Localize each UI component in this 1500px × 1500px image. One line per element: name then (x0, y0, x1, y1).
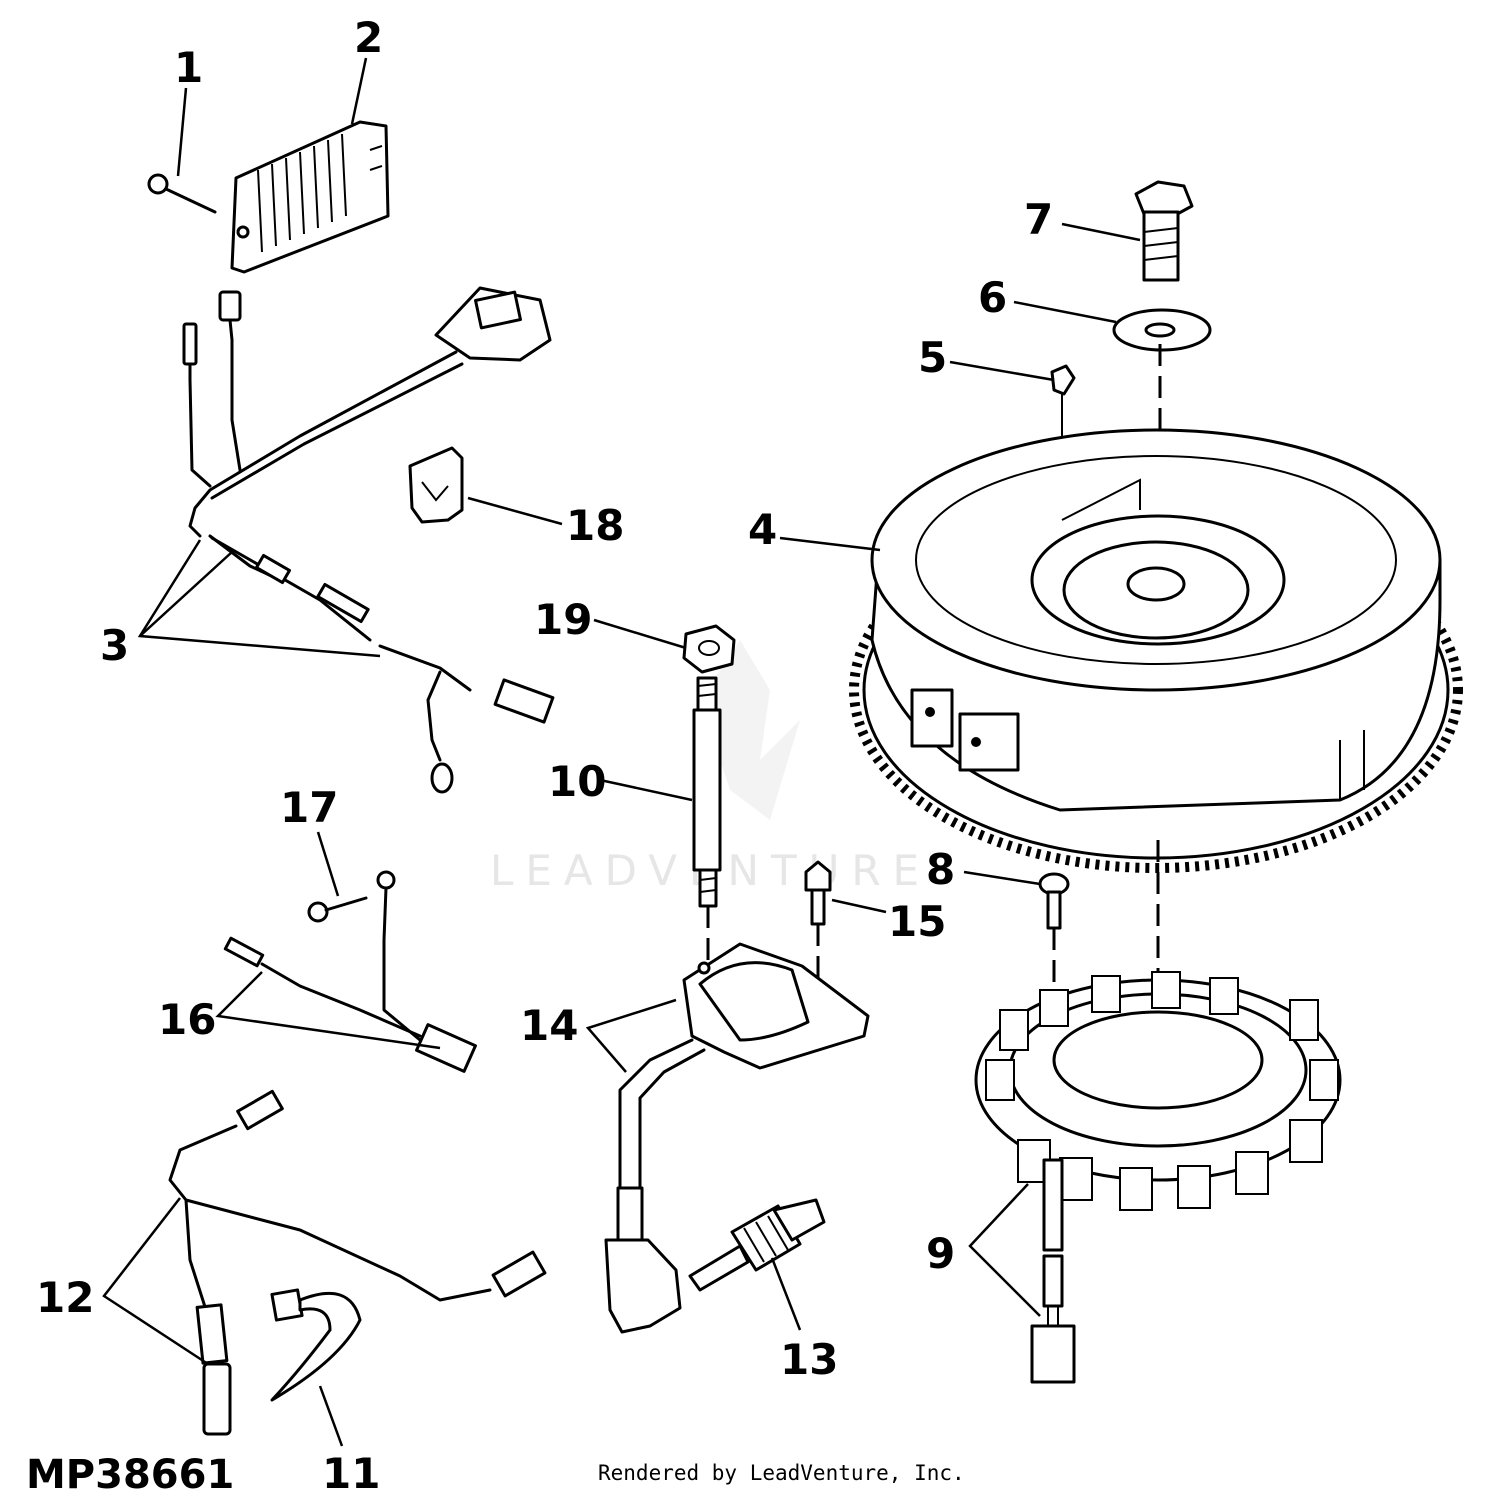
callout-17[interactable]: 17 (280, 783, 338, 832)
callout-18[interactable]: 18 (566, 501, 624, 550)
callout-7[interactable]: 7 (1024, 195, 1053, 244)
part-1-screw[interactable] (147, 173, 217, 214)
callout-6[interactable]: 6 (978, 273, 1007, 322)
part-2-regulator[interactable] (230, 120, 390, 274)
drawing-id: MP38661 (26, 1452, 234, 1498)
part-10-stud[interactable] (692, 676, 722, 960)
callout-1[interactable]: 1 (174, 43, 203, 92)
callout-9[interactable]: 9 (926, 1229, 955, 1278)
callout-19[interactable]: 19 (534, 595, 592, 644)
callout-2[interactable]: 2 (354, 13, 383, 62)
callout-4[interactable]: 4 (748, 505, 777, 554)
part-4-flywheel[interactable] (849, 428, 1463, 873)
callout-11[interactable]: 11 (322, 1449, 380, 1498)
part-11-tie-strap[interactable] (270, 1288, 362, 1402)
part-17-screw[interactable] (307, 896, 368, 923)
part-6-washer[interactable] (1112, 308, 1212, 352)
callouts: 1 2 3 4 5 6 7 8 9 10 11 12 13 14 15 16 1… (36, 13, 1053, 1498)
part-16-wire-lead[interactable] (223, 870, 477, 1073)
callout-10[interactable]: 10 (548, 757, 606, 806)
watermark-logo (700, 640, 800, 820)
render-credit: Rendered by LeadVenture, Inc. (598, 1461, 965, 1485)
callout-14[interactable]: 14 (520, 1001, 578, 1050)
part-3-wiring-harness[interactable] (182, 286, 555, 794)
part-13-spark-plug[interactable] (688, 1198, 826, 1292)
leader-lines (102, 57, 1141, 1447)
part-12-wire-harness[interactable] (168, 1089, 547, 1436)
callout-16[interactable]: 16 (158, 995, 216, 1044)
callout-15[interactable]: 15 (888, 897, 946, 946)
part-18-clip[interactable] (408, 446, 464, 524)
part-14-ignition-module[interactable] (604, 942, 870, 1334)
callout-3[interactable]: 3 (100, 621, 129, 670)
callout-8[interactable]: 8 (926, 845, 955, 894)
callout-12[interactable]: 12 (36, 1273, 94, 1322)
callout-13[interactable]: 13 (780, 1335, 838, 1384)
callout-5[interactable]: 5 (918, 333, 947, 382)
part-9-stator[interactable] (974, 971, 1342, 1384)
part-7-bolt[interactable] (1134, 180, 1194, 282)
part-19-nut[interactable] (682, 624, 736, 674)
